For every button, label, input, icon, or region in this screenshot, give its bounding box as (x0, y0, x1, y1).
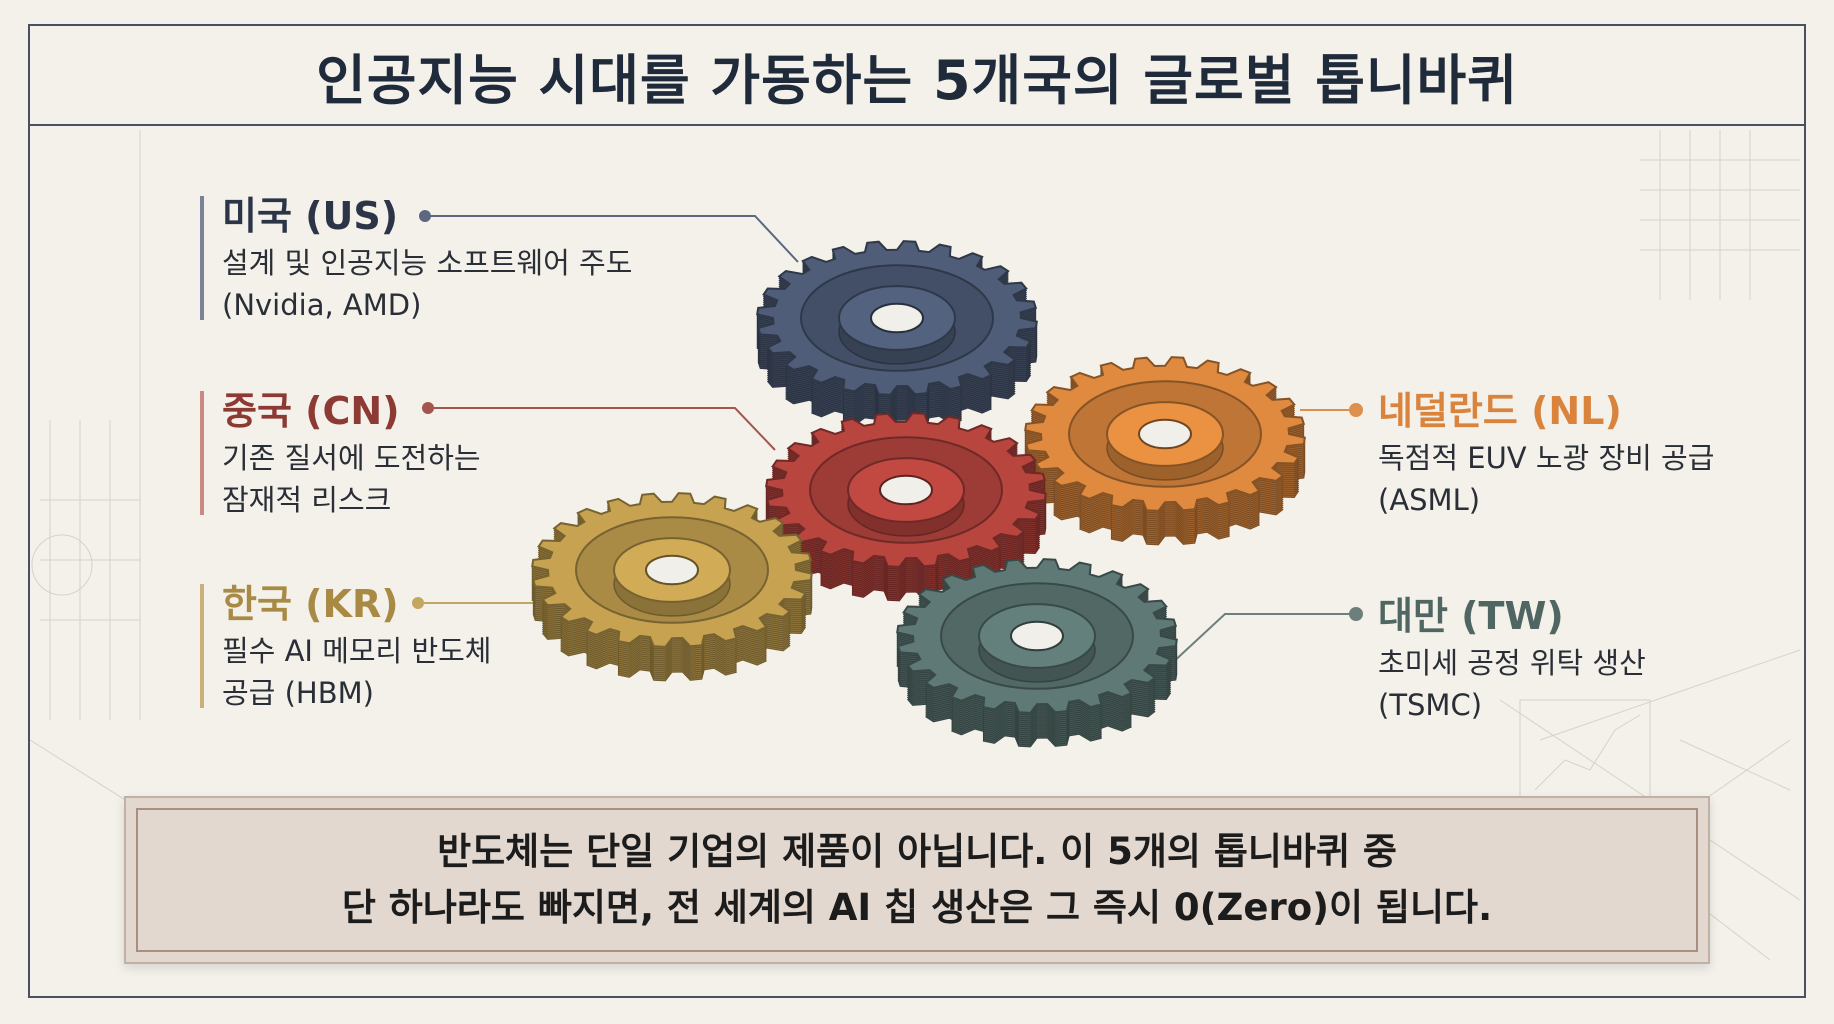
country-desc-kr-1: 필수 AI 메모리 반도체 (222, 634, 492, 668)
page-title: 인공지능 시대를 가동하는 5개국의 글로벌 톱니바퀴 (316, 48, 1518, 112)
gear-nl (1024, 356, 1306, 546)
gear-cn (765, 412, 1047, 602)
accent-bar (200, 391, 204, 515)
country-desc-nl-2: (ASML) (1378, 483, 1481, 517)
slide-frame: 인공지능 시대를 가동하는 5개국의 글로벌 톱니바퀴 (28, 24, 1806, 998)
country-desc-us-1: 설계 및 인공지능 소프트웨어 주도 (222, 246, 633, 280)
label-tw: 대만 (TW) 초미세 공정 위탁 생산 (TSMC) (1378, 590, 1646, 726)
summary-box: 반도체는 단일 기업의 제품이 아닙니다. 이 5개의 톱니바퀴 중 단 하나라… (124, 796, 1710, 964)
country-name-nl: 네덜란드 (NL) (1378, 389, 1622, 433)
gear-tw (896, 558, 1178, 748)
gear-kr (531, 492, 813, 682)
label-kr: 한국 (KR) 필수 AI 메모리 반도체 공급 (HBM) (200, 578, 492, 714)
label-cn: 중국 (CN) 기존 질서에 도전하는 잠재적 리스크 (200, 385, 481, 521)
country-name-tw: 대만 (TW) (1378, 594, 1564, 638)
country-desc-kr-2: 공급 (HBM) (222, 676, 374, 710)
country-desc-us-2: (Nvidia, AMD) (222, 288, 422, 322)
country-desc-cn-2: 잠재적 리스크 (222, 483, 392, 517)
label-nl: 네덜란드 (NL) 독점적 EUV 노광 장비 공급 (ASML) (1378, 385, 1714, 521)
country-name-us: 미국 (US) (222, 194, 399, 238)
label-us: 미국 (US) 설계 및 인공지능 소프트웨어 주도 (Nvidia, AMD) (200, 190, 632, 326)
accent-bar (200, 196, 204, 320)
gear-us (756, 240, 1038, 430)
country-desc-cn-1: 기존 질서에 도전하는 (222, 441, 481, 475)
summary-line-1: 반도체는 단일 기업의 제품이 아닙니다. 이 5개의 톱니바퀴 중 (437, 830, 1397, 873)
summary-line-2: 단 하나라도 빠지면, 전 세계의 AI 칩 생산은 그 즉시 0(Zero)이… (341, 886, 1493, 929)
title-bar: 인공지능 시대를 가동하는 5개국의 글로벌 톱니바퀴 (30, 26, 1804, 126)
country-desc-nl-1: 독점적 EUV 노광 장비 공급 (1378, 441, 1715, 475)
country-desc-tw-1: 초미세 공정 위탁 생산 (1378, 646, 1646, 680)
country-name-kr: 한국 (KR) (222, 582, 399, 626)
country-desc-tw-2: (TSMC) (1378, 688, 1483, 722)
country-name-cn: 중국 (CN) (222, 389, 400, 433)
accent-bar (200, 584, 204, 708)
summary-inner: 반도체는 단일 기업의 제품이 아닙니다. 이 5개의 톱니바퀴 중 단 하나라… (136, 808, 1698, 952)
